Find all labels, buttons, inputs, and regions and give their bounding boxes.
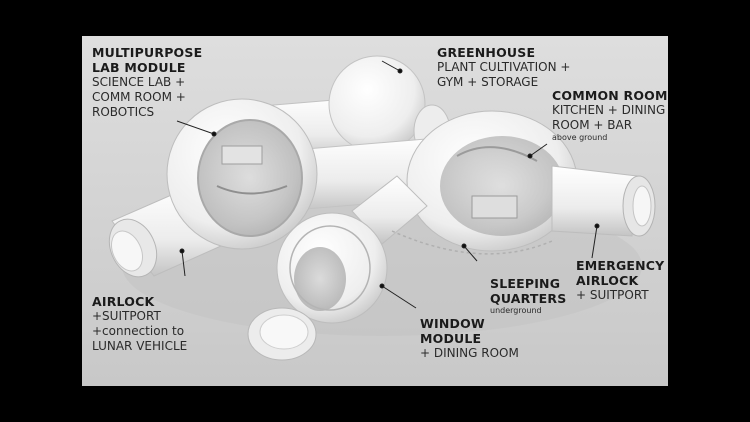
common-room-line-1: KITCHEN + DINING (552, 103, 666, 117)
common-room-line-2: ROOM + BAR (552, 118, 633, 132)
emergency-title-1: EMERGENCY (576, 258, 665, 273)
emergency-title-2: AIRLOCK (576, 273, 639, 288)
emergency-airlock-module (551, 165, 656, 237)
window-title-1: WINDOW (420, 316, 485, 331)
emergency-line-1: + SUITPORT (576, 288, 649, 302)
airlock-line-1: +SUITPORT (92, 309, 161, 323)
leader-lines (176, 60, 600, 309)
habitat-illustration (108, 55, 656, 361)
common-room-module (406, 110, 578, 252)
multipurpose-line-3: ROBOTICS (92, 105, 155, 119)
label-window-module: WINDOW MODULE + DINING ROOM (420, 316, 519, 361)
airlock-title: AIRLOCK (92, 294, 155, 309)
airlock-line-2: +connection to (92, 324, 185, 338)
label-emergency-airlock: EMERGENCY AIRLOCK + SUITPORT (576, 258, 664, 303)
label-sleeping-quarters: SLEEPING QUARTERS underground (490, 276, 566, 315)
multipurpose-title-1: MULTIPURPOSE (92, 45, 203, 60)
diagram-panel: MULTIPURPOSE LAB MODULE SCIENCE LAB + CO… (82, 36, 668, 386)
window-title-2: MODULE (420, 331, 482, 346)
window-lid (247, 307, 317, 361)
greenhouse-title: GREENHOUSE (437, 45, 536, 60)
multipurpose-title-2: LAB MODULE (92, 60, 186, 75)
label-common-room: COMMON ROOM KITCHEN + DINING ROOM + BAR … (552, 88, 668, 142)
common-room-note: above ground (552, 133, 608, 142)
multipurpose-line-2: COMM ROOM + (92, 90, 186, 104)
common-room-title: COMMON ROOM (552, 88, 668, 103)
label-airlock: AIRLOCK +SUITPORT +connection to LUNAR V… (92, 294, 187, 354)
sleeping-title-1: SLEEPING (490, 276, 561, 291)
window-line-1: + DINING ROOM (420, 346, 519, 360)
multipurpose-line-1: SCIENCE LAB + (92, 75, 186, 89)
airlock-line-3: LUNAR VEHICLE (92, 339, 188, 353)
greenhouse-line-1: PLANT CULTIVATION + (437, 60, 571, 74)
window-module (276, 175, 428, 324)
multipurpose-lab-module (166, 98, 318, 250)
label-greenhouse: GREENHOUSE PLANT CULTIVATION + GYM + STO… (437, 45, 570, 90)
sleeping-title-2: QUARTERS (490, 291, 567, 306)
label-multipurpose-lab: MULTIPURPOSE LAB MODULE SCIENCE LAB + CO… (92, 45, 202, 120)
greenhouse-line-2: GYM + STORAGE (437, 75, 539, 89)
sleeping-note: underground (490, 306, 542, 315)
